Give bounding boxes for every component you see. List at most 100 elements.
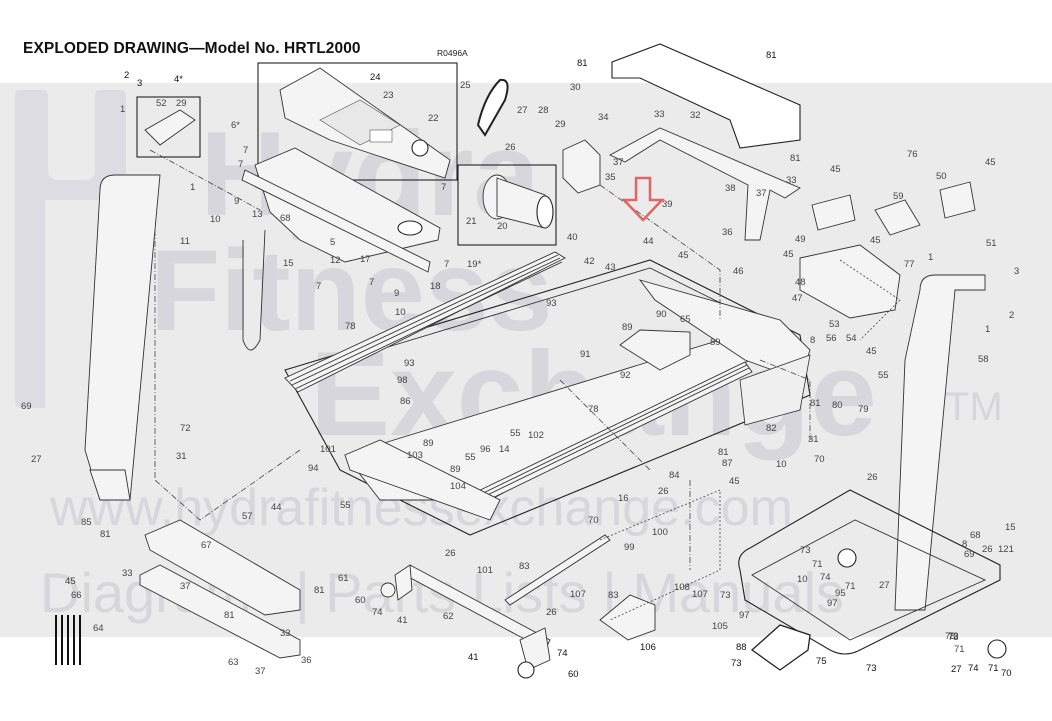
base-frame bbox=[738, 489, 1001, 655]
part-label-77: 77 bbox=[904, 259, 915, 270]
part-label-39: 39 bbox=[662, 199, 673, 210]
part-label-34: 34 bbox=[598, 112, 609, 123]
part-label-7: 7 bbox=[369, 277, 374, 288]
part-label-102: 102 bbox=[528, 430, 544, 441]
part-label-90: 90 bbox=[656, 309, 667, 320]
part-label-63: 63 bbox=[228, 657, 239, 668]
part-label-55: 55 bbox=[878, 370, 889, 381]
rear-foot-cover bbox=[144, 519, 301, 616]
wheel-74-center bbox=[837, 548, 857, 568]
part-label-28: 28 bbox=[538, 105, 549, 116]
part-label-100: 100 bbox=[652, 527, 668, 538]
part-label-74: 74 bbox=[820, 572, 831, 583]
part-label-55: 55 bbox=[510, 428, 521, 439]
part-label-97: 97 bbox=[827, 598, 838, 609]
motor-bracket bbox=[562, 139, 601, 194]
part-label-81: 81 bbox=[224, 610, 235, 621]
part-label-33: 33 bbox=[786, 175, 797, 186]
part-label-72: 72 bbox=[180, 423, 191, 434]
page-title: EXPLODED DRAWING—Model No. HRTL2000 bbox=[23, 40, 361, 57]
part-label-105: 105 bbox=[712, 621, 728, 632]
part-label-1: 1 bbox=[120, 104, 125, 115]
motor-hood bbox=[611, 43, 801, 149]
part-label-107: 107 bbox=[570, 589, 586, 600]
part-label-20: 20 bbox=[497, 221, 508, 232]
part-label-89: 89 bbox=[622, 322, 633, 333]
part-label-50: 50 bbox=[936, 171, 947, 182]
part-label-7: 7 bbox=[316, 281, 321, 292]
part-label-74: 74 bbox=[968, 663, 979, 674]
part-label-7: 7 bbox=[444, 259, 449, 270]
part-label-7: 7 bbox=[243, 145, 248, 156]
handrail-detail-box bbox=[136, 96, 201, 158]
part-label-11: 11 bbox=[180, 236, 190, 247]
part-label-98: 98 bbox=[397, 375, 408, 386]
down-arrow-icon bbox=[621, 176, 665, 222]
part-label-13: 13 bbox=[252, 209, 263, 220]
part-label-54: 54 bbox=[846, 333, 857, 344]
part-label-87: 87 bbox=[722, 458, 733, 469]
part-label-15: 15 bbox=[1005, 522, 1016, 533]
part-label-45: 45 bbox=[985, 157, 996, 168]
part-label-99: 99 bbox=[624, 542, 635, 553]
part-label-55: 55 bbox=[465, 452, 476, 463]
part-label-85: 85 bbox=[81, 517, 92, 528]
part-label-26: 26 bbox=[445, 548, 456, 559]
part-label-81: 81 bbox=[577, 58, 588, 69]
part-label-1: 1 bbox=[928, 252, 933, 263]
part-label-93: 93 bbox=[404, 358, 415, 369]
part-label-89: 89 bbox=[423, 438, 434, 449]
part-label-80: 80 bbox=[832, 400, 843, 411]
part-label-73: 73 bbox=[720, 590, 731, 601]
part-label-37: 37 bbox=[756, 188, 767, 199]
wheel-74-left bbox=[380, 582, 396, 598]
part-label-40: 40 bbox=[567, 232, 578, 243]
part-label-47: 47 bbox=[792, 293, 803, 304]
part-label-38: 38 bbox=[725, 183, 736, 194]
part-label-17: 17 bbox=[360, 254, 371, 265]
part-label-16: 16 bbox=[618, 493, 629, 504]
part-label-32: 32 bbox=[690, 110, 701, 121]
part-label-55: 55 bbox=[340, 500, 351, 511]
part-label-29: 29 bbox=[555, 119, 566, 130]
part-label-7: 7 bbox=[238, 159, 243, 170]
part-label-41: 41 bbox=[397, 615, 408, 626]
part-label-31: 31 bbox=[176, 451, 187, 462]
drive-belt bbox=[476, 78, 509, 137]
part-label-83: 83 bbox=[608, 590, 619, 601]
controller-board-59 bbox=[874, 199, 921, 236]
part-label-73: 73 bbox=[948, 631, 959, 642]
part-label-29: 29 bbox=[176, 98, 187, 109]
part-label-91: 91 bbox=[580, 349, 591, 360]
motor-guard bbox=[739, 354, 811, 426]
part-label-60: 60 bbox=[355, 595, 366, 606]
part-label-19*: 19* bbox=[467, 259, 482, 270]
part-label-27: 27 bbox=[517, 105, 528, 116]
part-label-36: 36 bbox=[301, 655, 312, 666]
part-label-79: 79 bbox=[858, 404, 869, 415]
part-label-81: 81 bbox=[314, 585, 325, 596]
rear-end-cap bbox=[344, 439, 501, 521]
part-label-30: 30 bbox=[570, 82, 581, 93]
part-label-14: 14 bbox=[499, 444, 510, 455]
part-label-64: 64 bbox=[93, 623, 104, 634]
controller-board-49 bbox=[811, 194, 856, 231]
left-upright bbox=[84, 174, 161, 501]
part-label-70: 70 bbox=[588, 515, 599, 526]
part-label-71: 71 bbox=[812, 559, 823, 570]
base-pad bbox=[750, 624, 811, 671]
rear-foot bbox=[139, 564, 301, 659]
part-label-6*: 6* bbox=[231, 120, 240, 131]
console-assembly bbox=[257, 62, 458, 181]
crossbar-tube bbox=[241, 169, 431, 273]
part-label-35: 35 bbox=[605, 172, 616, 183]
part-label-26: 26 bbox=[505, 142, 516, 153]
part-label-68: 68 bbox=[970, 530, 981, 541]
part-label-106: 106 bbox=[640, 642, 656, 653]
part-label-45: 45 bbox=[65, 576, 76, 587]
part-label-45: 45 bbox=[783, 249, 794, 260]
controller-plate bbox=[799, 244, 901, 319]
incline-motor bbox=[599, 594, 656, 641]
part-label-86: 86 bbox=[400, 396, 411, 407]
part-label-36: 36 bbox=[722, 227, 733, 238]
